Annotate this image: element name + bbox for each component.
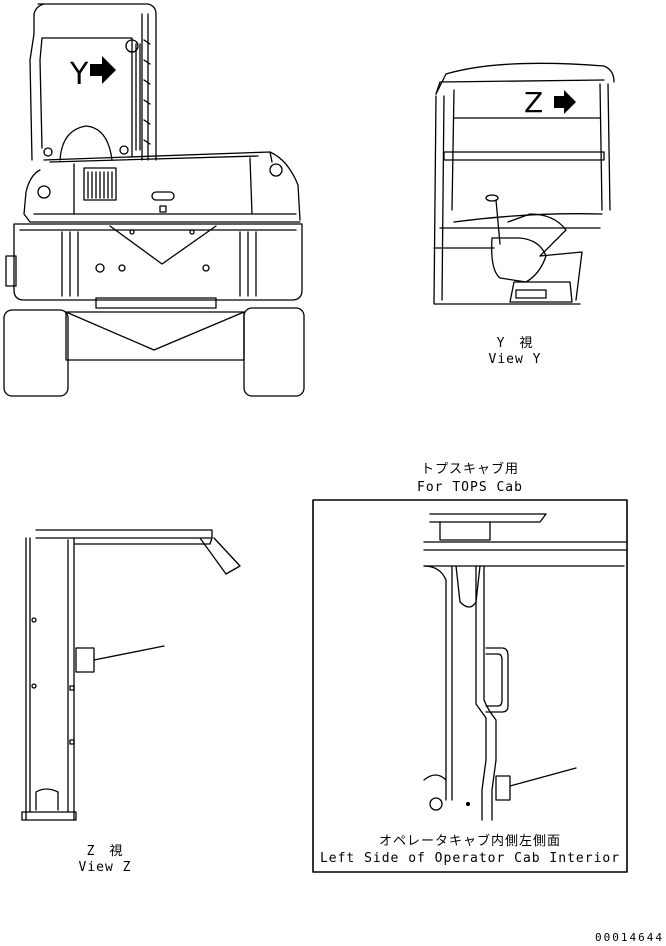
drawing-number: 00014644 <box>595 931 664 944</box>
view-y-marker: Y <box>69 57 89 92</box>
view-z-caption-en: View Z <box>78 860 132 875</box>
inset-frame <box>312 499 628 873</box>
excavator-rear-view: Y <box>3 3 305 397</box>
arrow-right-icon <box>90 56 116 84</box>
tops-cab-inset <box>312 499 628 873</box>
view-y-caption-jp: Y 視 <box>496 336 534 351</box>
tops-caption-en: For TOPS Cab <box>417 480 523 495</box>
view-y-cab-drawing: Z <box>433 62 615 305</box>
view-y-caption-en: View Y <box>488 352 542 367</box>
operator-cab-caption-en: Left Side of Operator Cab Interior <box>319 851 621 866</box>
arrow-right-icon <box>554 90 576 114</box>
view-z-caption-jp: Z 視 <box>86 844 124 859</box>
label-plate <box>75 647 95 673</box>
view-z-drawing <box>21 529 241 821</box>
label-plate <box>495 775 511 801</box>
tops-caption-jp: トプスキャブ用 <box>420 462 519 477</box>
view-z-marker: Z <box>524 86 543 119</box>
operator-cab-caption-jp: オペレータキャブ内側左側面 <box>378 834 561 849</box>
